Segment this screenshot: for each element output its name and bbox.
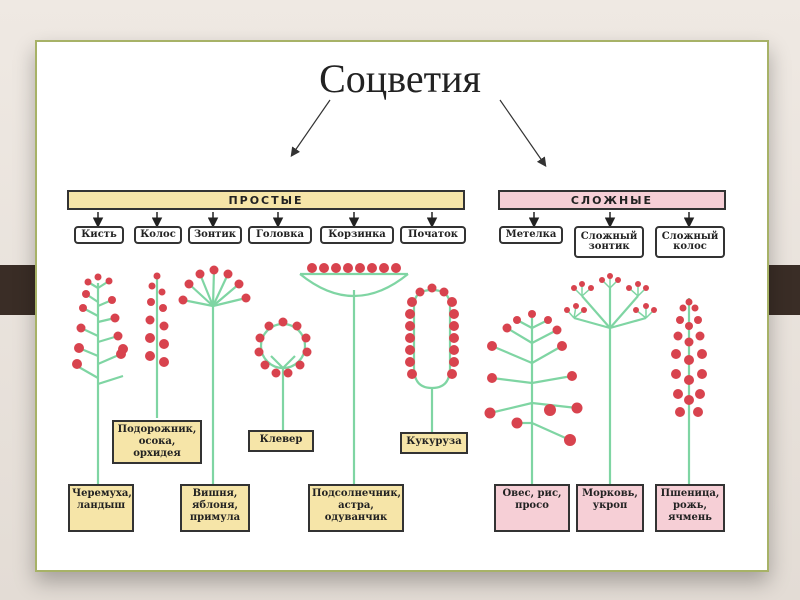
- example-korzinka: Подсолнечник, астра, одуванчик: [308, 484, 404, 532]
- example-pochatok: Кукуруза: [400, 432, 468, 454]
- pochatok-drawing: [405, 283, 459, 433]
- korzinka-drawing: [299, 263, 409, 488]
- arrow-to-complex: [499, 99, 547, 167]
- slozhny-zontik-drawing: [564, 273, 657, 488]
- type-kist-label: Кисть: [74, 226, 124, 244]
- kolos-drawing: [145, 272, 169, 418]
- example-slozhny-kolos: Пшеница, рожь, ячмень: [655, 484, 725, 532]
- type-slozhny-zontik-label: Сложный зонтик: [574, 226, 644, 258]
- type-golovka-label: Головка: [248, 226, 312, 244]
- type-pochatok-label: Початок: [400, 226, 466, 244]
- example-slozhny-zontik: Морковь, укроп: [576, 484, 644, 532]
- zontik-drawing: [178, 265, 251, 488]
- type-metelka-label: Метелка: [499, 226, 563, 244]
- type-korzinka-label: Корзинка: [320, 226, 394, 244]
- golovka-drawing: [254, 317, 312, 430]
- group-simple-header: ПРОСТЫЕ: [67, 190, 465, 210]
- example-zontik: Вишня, яблоня, примула: [180, 484, 250, 532]
- diagram-drawing: [72, 212, 707, 488]
- type-zontik-label: Зонтик: [188, 226, 242, 244]
- example-kist: Черемуха, ландыш: [68, 484, 134, 532]
- slozhny-kolos-drawing: [671, 298, 707, 488]
- kist-drawing: [72, 273, 128, 488]
- example-golovka: Клевер: [248, 430, 314, 452]
- group-complex-header: СЛОЖНЫЕ: [498, 190, 726, 210]
- example-metelka: Овес, рис, просо: [494, 484, 570, 532]
- example-kolos: Подорожник, осока, орхидея: [112, 420, 202, 464]
- inflorescence-diagram: ПРОСТЫЕ СЛОЖНЫЕ Кисть Колос Зонтик Голов…: [62, 178, 740, 548]
- header-connectors: [92, 212, 695, 228]
- metelka-drawing: [484, 310, 583, 488]
- page-title: Соцветия: [319, 56, 481, 101]
- type-slozhny-kolos-label: Сложный колос: [655, 226, 725, 258]
- arrow-to-simple: [290, 99, 331, 157]
- type-kolos-label: Колос: [134, 226, 182, 244]
